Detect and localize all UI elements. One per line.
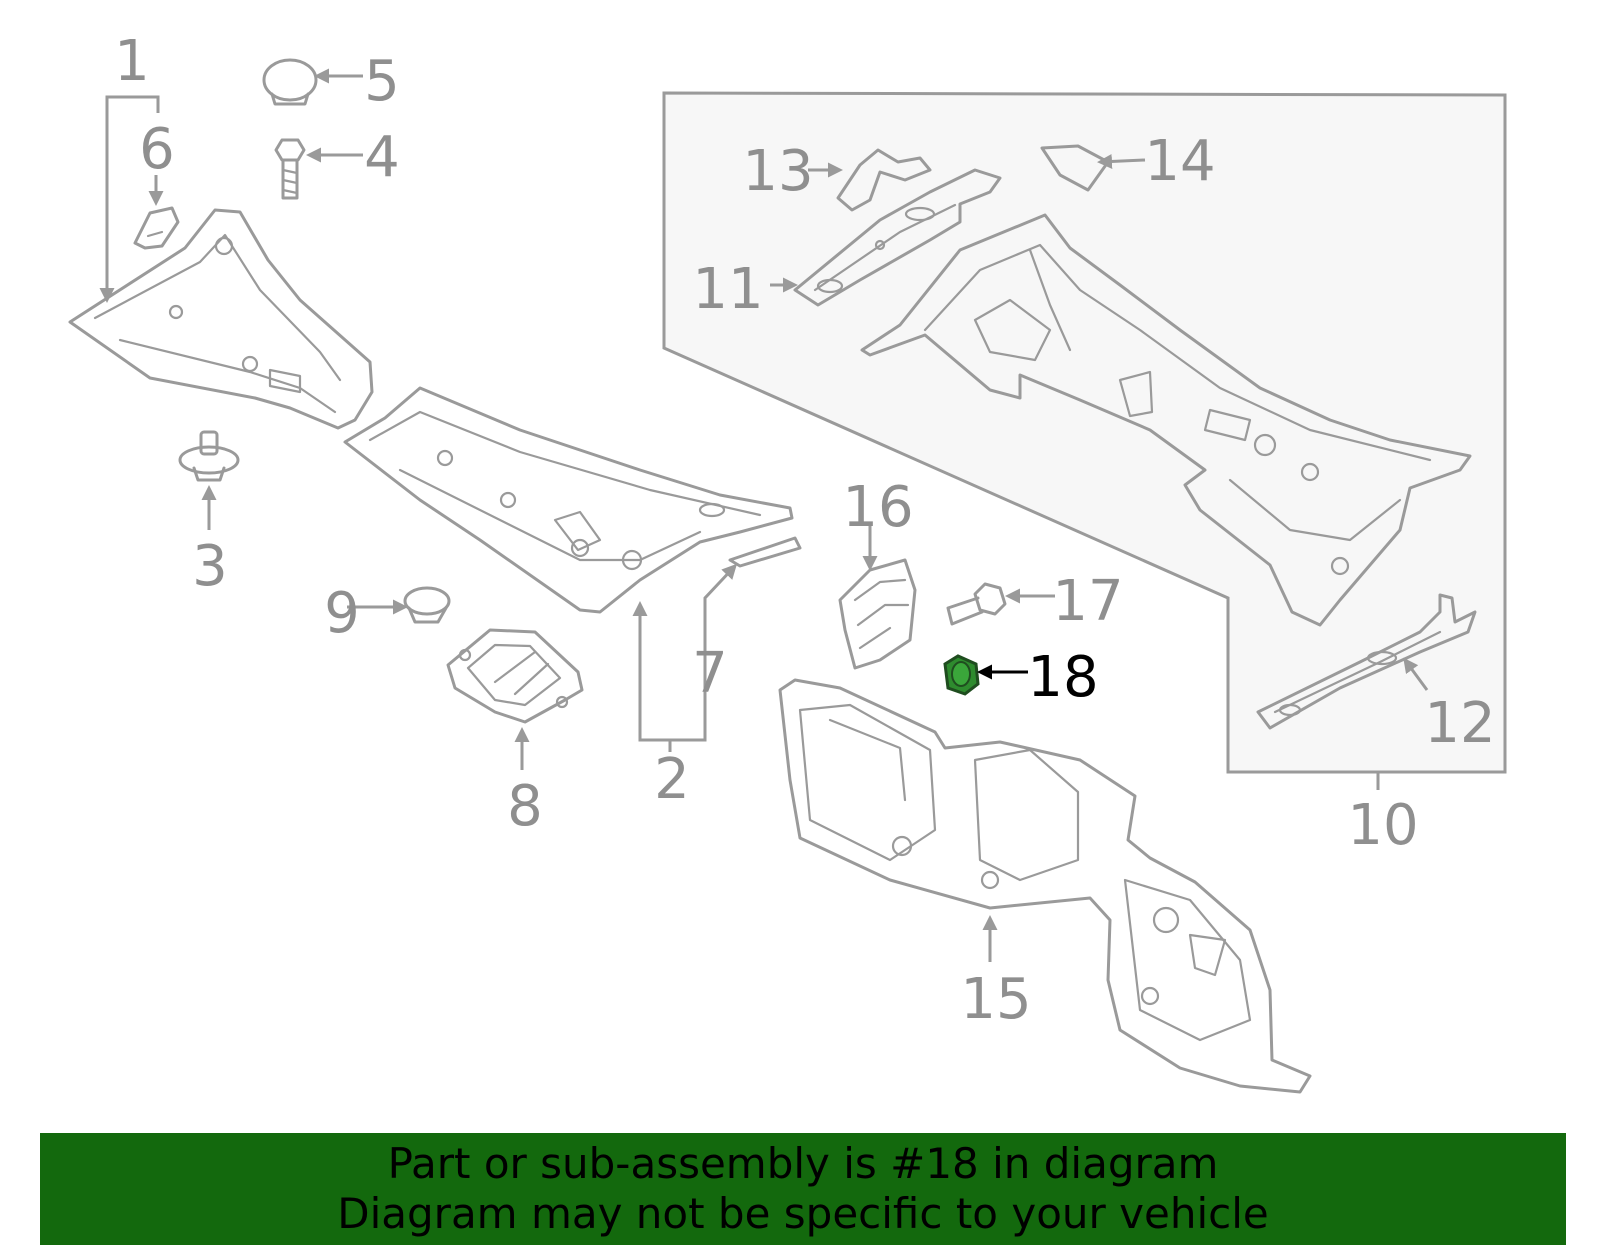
callout-3: 3: [192, 534, 228, 599]
callout-13: 13: [742, 139, 813, 204]
assembly-10-group-box: [662, 91, 1507, 774]
part-12-reinforcement[interactable]: [1256, 593, 1477, 730]
callout-8: 8: [507, 774, 543, 839]
banner-line-disclaimer: Diagram may not be specific to your vehi…: [337, 1189, 1269, 1238]
callout-7: 7: [692, 641, 728, 706]
part-13-bracket[interactable]: [836, 148, 932, 212]
part-10-dash-assembly[interactable]: [860, 213, 1472, 627]
callout-labels: 1 2 3 4 5 6 7 8 9 10 11 12 13 14 15 16 1…: [114, 29, 1495, 1032]
callout-16: 16: [842, 475, 913, 540]
part-9-grommet[interactable]: [403, 586, 451, 624]
leader-lines: [99, 68, 1429, 962]
part-16-insulator[interactable]: [838, 558, 917, 670]
callout-12: 12: [1424, 691, 1495, 756]
callout-2: 2: [654, 747, 690, 812]
part-14-bracket[interactable]: [1040, 144, 1110, 192]
part-6-clip[interactable]: [133, 206, 180, 250]
part-4-bolt[interactable]: [274, 138, 306, 200]
callout-15: 15: [960, 967, 1031, 1032]
part-5-plug[interactable]: [262, 58, 318, 106]
banner-line-part-number: Part or sub-assembly is #18 in diagram: [387, 1139, 1219, 1188]
part-18-nut-highlighted[interactable]: [943, 654, 980, 696]
part-8-cover-plate[interactable]: [446, 628, 584, 724]
callout-4: 4: [364, 125, 400, 190]
callout-14: 14: [1144, 129, 1215, 194]
part-7-seal[interactable]: [728, 536, 802, 568]
callout-6: 6: [139, 117, 175, 182]
part-17-bolt[interactable]: [946, 582, 1007, 626]
part-2-cowl-top-panel[interactable]: [343, 386, 794, 614]
part-15-dash-insulator[interactable]: [778, 678, 1312, 1094]
part-1-cowl-side-panel[interactable]: [68, 208, 374, 430]
part-3-fastener[interactable]: [178, 430, 240, 482]
info-banner: Part or sub-assembly is #18 in diagram D…: [40, 1133, 1566, 1245]
callout-17: 17: [1052, 569, 1123, 634]
callout-10: 10: [1347, 793, 1418, 858]
callout-11: 11: [692, 257, 763, 322]
callout-5: 5: [364, 49, 400, 114]
callout-9: 9: [324, 581, 360, 646]
part-11-reinforcement[interactable]: [793, 168, 1002, 307]
callout-18-highlighted: 18: [1027, 645, 1098, 710]
callout-1: 1: [114, 29, 150, 94]
